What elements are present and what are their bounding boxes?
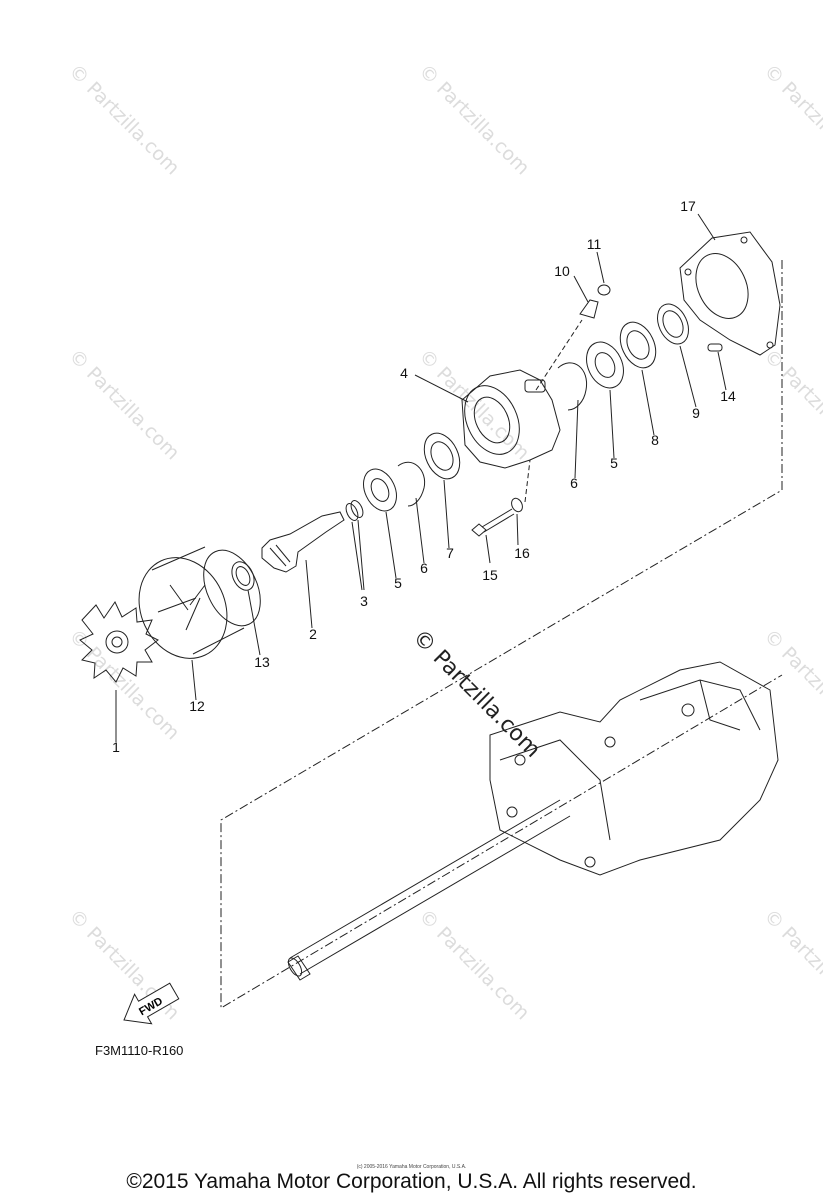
part-label-6b: 6 [570, 475, 578, 491]
part-6-circlip [397, 461, 426, 507]
part-16-washer [511, 497, 523, 513]
part-label-12: 12 [189, 698, 205, 714]
part-label-7: 7 [446, 545, 454, 561]
small-copyright: (c) 2005-2016 Yamaha Motor Corporation, … [356, 1164, 467, 1170]
part-label-4: 4 [400, 365, 408, 381]
part-label-2: 2 [309, 626, 317, 642]
part-label-11: 11 [586, 236, 602, 252]
part-label-17: 17 [680, 198, 696, 214]
diagram-code: F3M1110-R160 [95, 1043, 184, 1058]
part-3-o-rings [345, 500, 364, 521]
driveshaft [287, 799, 571, 981]
part-12-coupling-housing [138, 546, 261, 659]
part-6-circlip [557, 362, 588, 411]
part-10-grease-nipple [579, 299, 599, 319]
copyright-notice: ©2015 Yamaha Motor Corporation, U.S.A. A… [126, 1170, 697, 1193]
part-11-cap [597, 284, 611, 296]
part-label-1: 1 [112, 739, 120, 755]
part-label-8: 8 [651, 432, 659, 448]
part-8-seal [619, 321, 657, 369]
part-7-seal [423, 432, 461, 480]
part-label-14: 14 [720, 388, 736, 404]
part-1-coupler [79, 600, 159, 683]
part-label-3: 3 [360, 593, 368, 609]
part-17-housing [679, 231, 781, 356]
leader-lines [115, 213, 727, 742]
part-14-pin [707, 343, 723, 352]
part-label-5b: 5 [610, 455, 618, 471]
part-label-13: 13 [254, 654, 270, 670]
part-2-shaft [261, 511, 345, 573]
part-label-5: 5 [394, 575, 402, 591]
part-13-ring [231, 561, 255, 591]
part-label-9: 9 [692, 405, 700, 421]
jet-pump-unit [489, 661, 779, 876]
assembly-frame [220, 260, 783, 1009]
fwd-arrow [123, 982, 180, 1025]
part-5-bearing [586, 341, 624, 389]
part-label-6: 6 [420, 560, 428, 576]
part-5-bearing [363, 468, 397, 512]
part-4-bearing-housing [461, 369, 561, 469]
part-9-ring [657, 303, 689, 345]
part-label-10: 10 [554, 263, 570, 279]
part-label-15: 15 [482, 567, 498, 583]
part-15-bolt [471, 508, 515, 537]
part-label-16: 16 [514, 545, 530, 561]
